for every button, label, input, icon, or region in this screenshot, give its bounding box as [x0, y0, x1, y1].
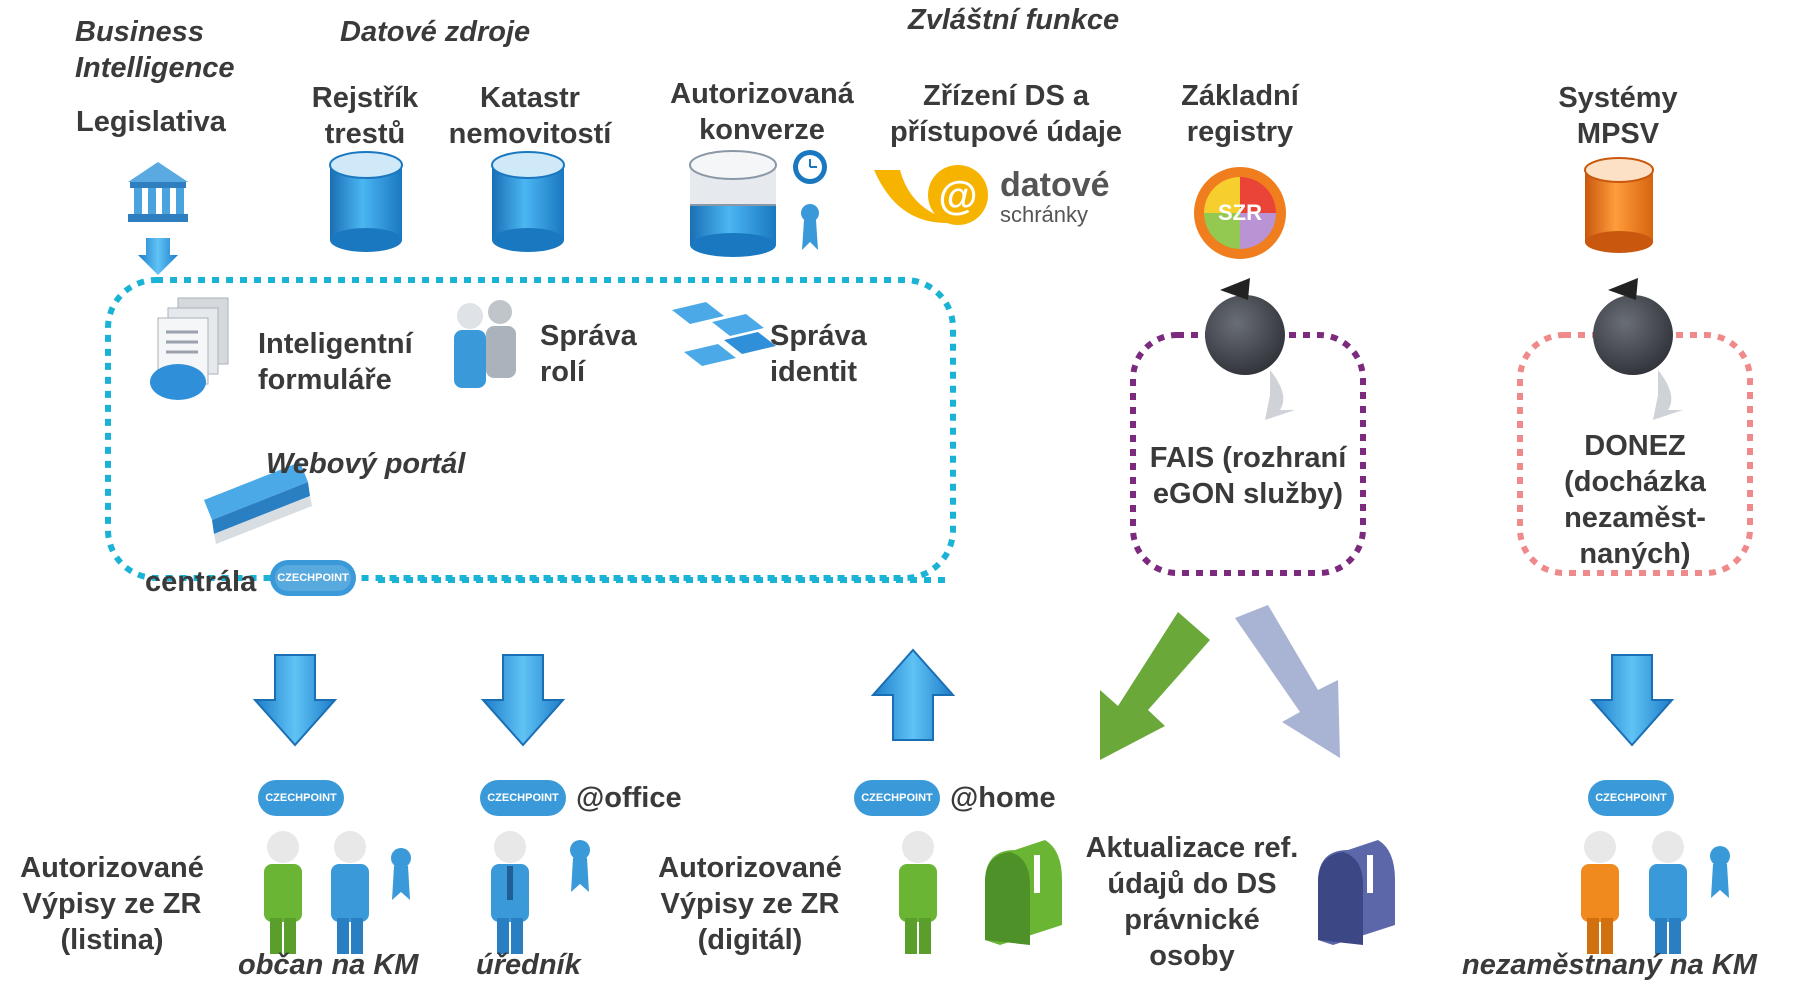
czechpoint-text-nezamestnany: CZECHPOINT: [1595, 792, 1667, 804]
czechpoint-badge-obcan: [258, 780, 344, 816]
arrow-green-diagonal: [1100, 612, 1210, 760]
czechpoint-text-centrala: CZECHPOINT: [277, 572, 349, 584]
czechpoint-text-home: CZECHPOINT: [861, 792, 933, 804]
label-katastr-nemovitosti: Katastr nemovitostí: [448, 82, 612, 150]
label-office: @office: [576, 782, 682, 814]
arrow-up-home: [870, 648, 956, 741]
legislativa-icon: [128, 162, 188, 275]
mailbox-green-icon: [985, 840, 1062, 945]
arrow-down-obcan: [252, 654, 338, 747]
mailbox-navy-icon: [1318, 840, 1395, 945]
person-orange-nezamestnany: [1581, 831, 1619, 954]
label-inteligentni-formulare: Inteligentní formuláře: [258, 328, 413, 396]
header-business-intelligence: Business Intelligence: [75, 16, 235, 84]
person-blue-urednik: [491, 831, 590, 954]
czechpoint-text-office: CZECHPOINT: [487, 792, 559, 804]
person-blue-obcan: [331, 831, 411, 954]
label-home: @home: [950, 782, 1056, 814]
person-green-obcan: [264, 831, 302, 954]
identity-icon: [672, 302, 776, 366]
label-vypisy-digital: Autorizované Výpisy ze ZR (digitál): [658, 852, 842, 956]
label-rejstrik-trestu: Rejstřík trestů: [311, 82, 419, 150]
logo-schranky-text: schránky: [1000, 202, 1089, 227]
label-vypisy-listina: Autorizované Výpisy ze ZR (listina): [20, 852, 204, 956]
arrow-down-urednik: [480, 654, 566, 747]
czechpoint-badge-home: [854, 780, 940, 816]
arrow-lavender-diagonal: [1235, 605, 1340, 758]
label-obcan-na-km: občan na KM: [238, 949, 419, 981]
database-icon-katastr: [491, 151, 565, 252]
database-icon-mpsv: [1584, 157, 1654, 253]
czechpoint-badge-centrala: [270, 560, 356, 596]
czechpoint-text-obcan: CZECHPOINT: [265, 792, 337, 804]
label-systemy-mpsv: Systémy MPSV: [1558, 82, 1678, 150]
label-zakladni-registry: Základní registry: [1181, 80, 1299, 148]
label-donez: DONEZ (docházka nezaměst- naných): [1564, 430, 1706, 570]
szr-logo: [1190, 163, 1290, 263]
forms-icon: [150, 297, 229, 400]
header-zvlastni-funkce: Zvláštní funkce: [908, 4, 1120, 36]
label-legislativa: Legislativa: [76, 106, 226, 138]
donez-cycle-icon: [1593, 278, 1683, 420]
person-green-home: [899, 831, 937, 954]
label-sprava-roli: Správa rolí: [540, 320, 637, 388]
label-nezamestnany-na-km: nezaměstnaný na KM: [1462, 949, 1757, 981]
logo-datove-text: datové: [1000, 166, 1110, 204]
svg-text:@: @: [938, 174, 977, 218]
database-icon-konverze: [689, 150, 827, 257]
datove-schranky-logo: @: [874, 165, 988, 225]
label-urednik: úředník: [476, 949, 581, 981]
label-autorizovana-konverze: Autorizovaná konverze: [670, 78, 854, 146]
czechpoint-badge-office: [480, 780, 566, 816]
web-portal-frame: [105, 277, 956, 581]
header-datove-zdroje: Datové zdroje: [340, 16, 531, 48]
person-blue-nezamestnany: [1649, 831, 1730, 954]
fais-cycle-icon: [1205, 278, 1295, 420]
czechpoint-badge-nezamestnany: [1588, 780, 1674, 816]
label-centrala: centrála: [145, 566, 257, 598]
roles-icon: [454, 300, 516, 388]
arrow-down-nezamestnany: [1589, 654, 1675, 747]
database-icon-rejstrik: [329, 151, 403, 252]
label-webovy-portal: Webový portál: [266, 448, 466, 480]
label-fais: FAIS (rozhraní eGON služby): [1149, 442, 1347, 510]
www-icon: [204, 462, 312, 544]
szr-logo-text: SZR: [1218, 200, 1262, 225]
label-aktualizace: Aktualizace ref. údajů do DS právnické o…: [1085, 832, 1299, 972]
label-zrizeni-ds: Zřízení DS a přístupové údaje: [889, 80, 1123, 148]
label-sprava-identit: Správa identit: [770, 320, 867, 388]
